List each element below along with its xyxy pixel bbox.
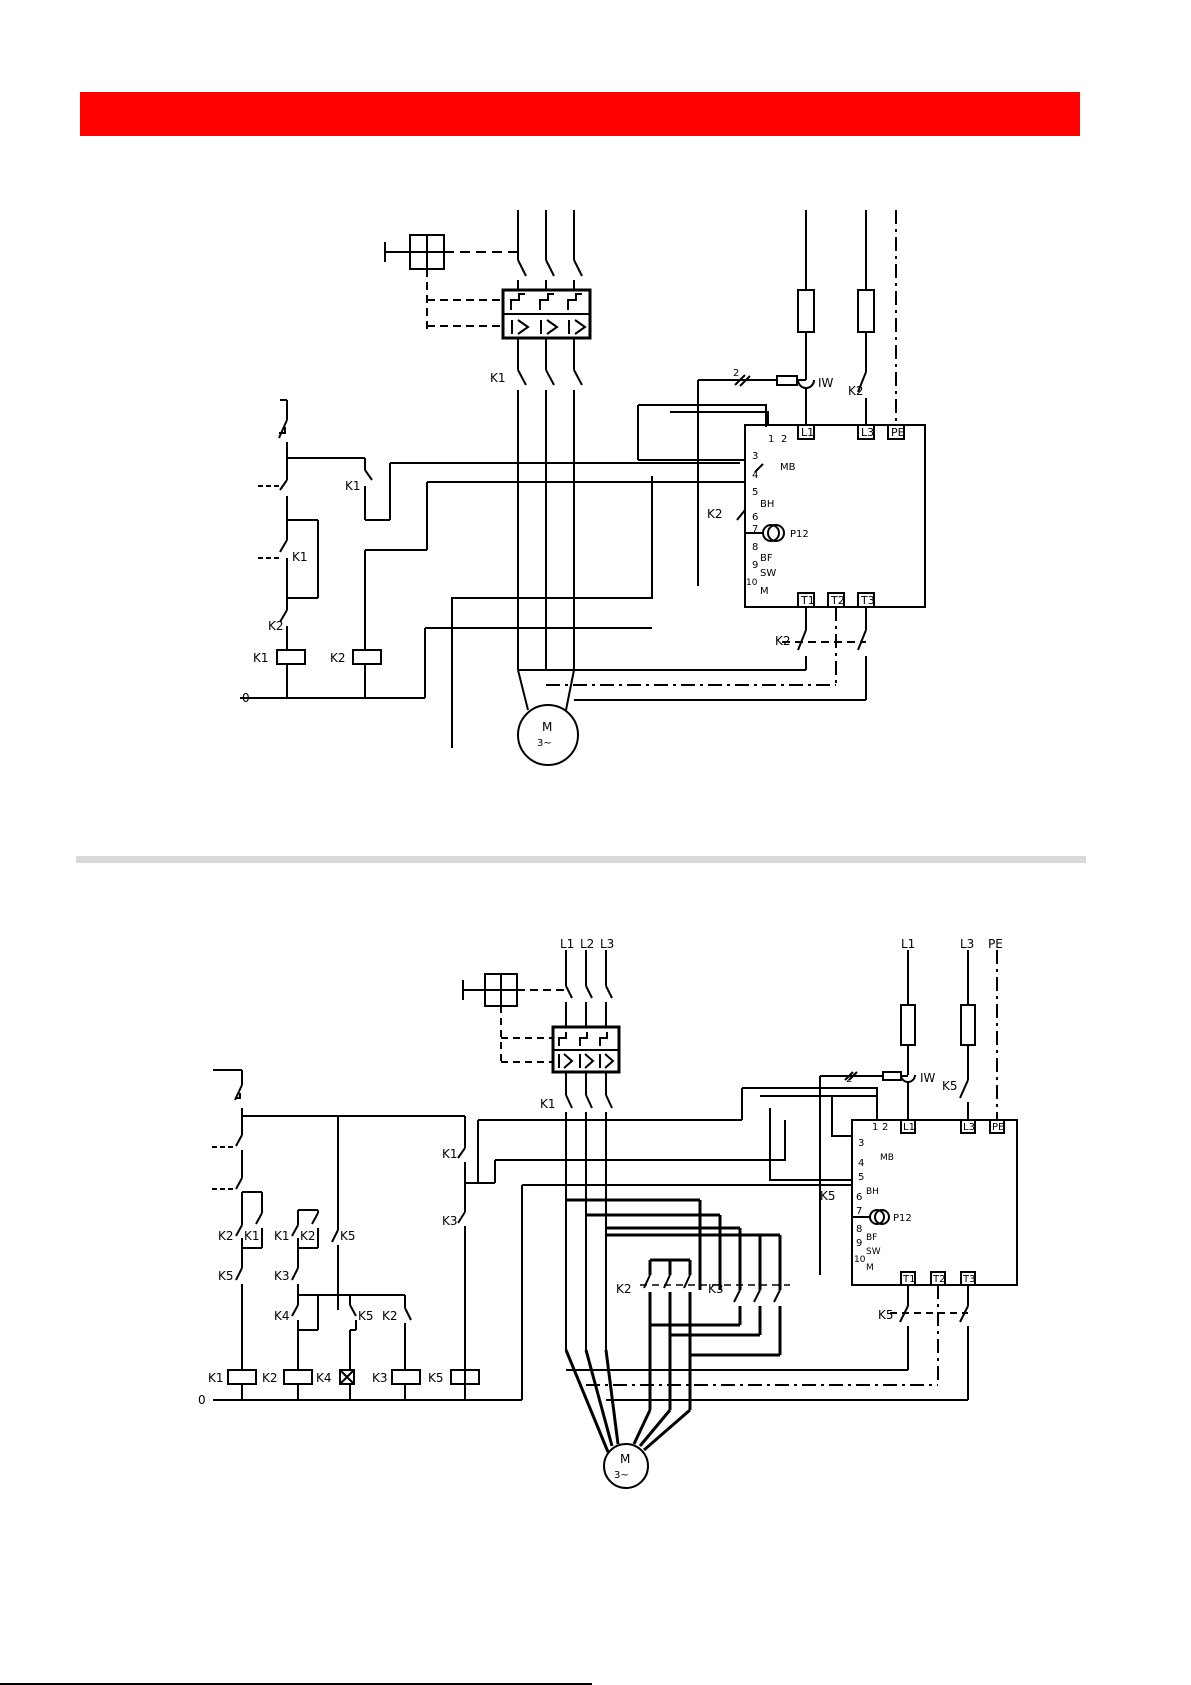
k2-coil-label: K2 (330, 651, 346, 665)
k1-ctrl-label: K1 (442, 1147, 458, 1161)
terminal-t2: T2 (932, 1274, 945, 1285)
phase-l3-label: L3 (600, 937, 614, 951)
k1-hold-label: K1 (292, 550, 308, 564)
motor-label: M (542, 720, 552, 734)
wiring-diagram-top: K1 IW K2 2 L1 L3 PE T1 T2 T3 1 2 3 4 MB … (0, 180, 1191, 780)
k5-lower-label: K5 (878, 1308, 894, 1322)
k5-upper-label: K5 (942, 1079, 958, 1093)
k2-lower-label: K2 (775, 634, 791, 648)
cable-count-label: 2 (733, 368, 739, 379)
terminal-l1: L1 (903, 1122, 915, 1133)
k2-ctrl-label: K2 (268, 619, 284, 633)
k5a-label: K5 (340, 1229, 356, 1243)
k3-ctrl-label: K3 (442, 1214, 458, 1228)
k5c-label: K5 (358, 1309, 374, 1323)
k1-main-label: K1 (540, 1097, 556, 1111)
unit-term-10: 10 (746, 578, 758, 588)
zero-rail-label: 0 (198, 1393, 206, 1407)
k1-coil-label: K1 (208, 1371, 224, 1385)
wiring-diagram-bottom: L1 L2 L3 L1 L3 PE IW 2 K5 K1 L1 L3 PE T1… (0, 930, 1191, 1490)
unit-mb: MB (880, 1153, 894, 1163)
k3-delta-label: K3 (708, 1282, 724, 1296)
unit-term-6: 6 (752, 512, 758, 523)
unit-term-1: 1 (872, 1122, 878, 1133)
k1a-label: K1 (244, 1229, 260, 1243)
unit-term-8: 8 (752, 542, 758, 553)
unit-term-7: 7 (752, 524, 758, 535)
unit-bh: BH (866, 1187, 879, 1197)
phase-l2-label: L2 (580, 937, 594, 951)
k1-coil-label: K1 (253, 651, 269, 665)
k2-upper-label: K2 (848, 384, 864, 398)
terminal-l3: L3 (861, 426, 874, 439)
unit-term-10: 10 (854, 1255, 866, 1265)
terminal-t1: T1 (800, 594, 815, 607)
unit-bh: BH (760, 499, 774, 510)
unit-term-4: 4 (858, 1158, 864, 1169)
k5b-label: K5 (218, 1269, 234, 1283)
unit-mb: MB (780, 462, 796, 473)
cable-count-label: 2 (846, 1074, 852, 1085)
section-divider (76, 856, 1086, 863)
unit-term-2: 2 (882, 1122, 888, 1133)
header-banner (80, 92, 1080, 136)
terminal-l3: L3 (963, 1122, 975, 1133)
unit-term-2: 2 (781, 434, 787, 445)
unit-p12: P12 (790, 529, 809, 540)
phase-l1-label: L1 (560, 937, 574, 951)
phase-l1-right-label: L1 (901, 937, 915, 951)
terminal-t3: T3 (860, 594, 875, 607)
iw-label: IW (818, 376, 834, 390)
unit-term-8: 8 (856, 1224, 862, 1235)
phase-l3-right-label: L3 (960, 937, 974, 951)
k1b-label: K1 (274, 1229, 290, 1243)
unit-term-9: 9 (856, 1238, 862, 1249)
k1-main-label: K1 (490, 371, 506, 385)
unit-term-6: 6 (856, 1192, 862, 1203)
k2a-label: K2 (218, 1229, 234, 1243)
unit-sw: SW (866, 1247, 881, 1257)
k2c-label: K2 (382, 1309, 398, 1323)
k5-contact-label: K5 (820, 1189, 836, 1203)
k4a-label: K4 (274, 1309, 290, 1323)
unit-term-1: 1 (768, 434, 774, 445)
k1-ctrl-label: K1 (345, 479, 361, 493)
terminal-l1: L1 (801, 426, 814, 439)
terminal-t2: T2 (830, 594, 845, 607)
unit-term-5: 5 (752, 487, 758, 498)
k2-coil-label: K2 (262, 1371, 278, 1385)
zero-rail-label: 0 (242, 691, 250, 705)
iw-label: IW (920, 1071, 936, 1085)
motor-phase-label: 3~ (537, 738, 552, 749)
terminal-t1: T1 (902, 1274, 915, 1285)
k4-coil-label: K4 (316, 1371, 332, 1385)
terminal-t3: T3 (962, 1274, 975, 1285)
k3-coil-label: K3 (372, 1371, 388, 1385)
k5-coil-label: K5 (428, 1371, 444, 1385)
terminal-pe: PE (891, 426, 905, 439)
terminal-pe: PE (992, 1122, 1004, 1133)
unit-sw: SW (760, 568, 776, 579)
unit-m: M (866, 1263, 874, 1273)
unit-m: M (760, 586, 769, 597)
unit-term-7: 7 (856, 1206, 862, 1217)
unit-bf: BF (760, 553, 773, 564)
k3a-label: K3 (274, 1269, 290, 1283)
phase-pe-label: PE (988, 937, 1003, 951)
k2-contact-label: K2 (707, 507, 723, 521)
k2b-label: K2 (300, 1229, 316, 1243)
unit-term-3: 3 (858, 1138, 864, 1149)
unit-p12: P12 (893, 1213, 912, 1224)
motor-phase-label: 3~ (614, 1470, 629, 1481)
motor-label: M (620, 1452, 630, 1466)
unit-term-4: 4 (752, 470, 758, 481)
unit-term-9: 9 (752, 560, 758, 571)
unit-term-3: 3 (752, 451, 758, 462)
unit-bf: BF (866, 1233, 877, 1243)
unit-term-5: 5 (858, 1172, 864, 1183)
k2-star-label: K2 (616, 1282, 632, 1296)
